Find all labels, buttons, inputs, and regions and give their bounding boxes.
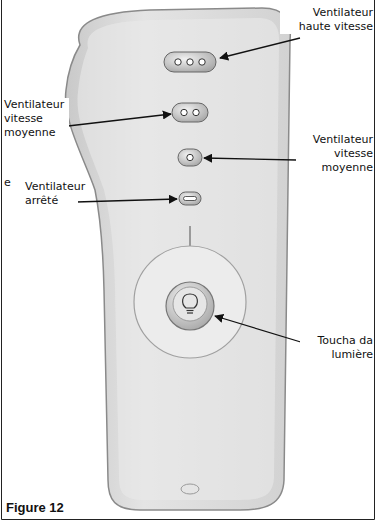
- callout-label: Ventilateur arrêté: [24, 180, 78, 208]
- leader-arrows: [68, 38, 304, 343]
- callout-label: Ventilateur vitesse moyenne: [298, 133, 374, 175]
- callout-label: Ventilateur haute vitesse: [280, 6, 374, 34]
- callout-label: e: [3, 176, 15, 190]
- bulb-icon: [183, 294, 198, 313]
- leader-arrow: [204, 158, 296, 160]
- remote-face: [77, 18, 279, 500]
- bottom-indent: [181, 484, 199, 494]
- leader-arrow: [68, 114, 171, 126]
- high-speed-button: [164, 52, 216, 72]
- callout-label: Ventilateur vitesse moyenne: [3, 98, 69, 140]
- leader-arrow: [220, 38, 300, 58]
- light-button-top: [173, 287, 207, 321]
- medium-speed-button: [172, 103, 208, 122]
- light-recess: [134, 246, 246, 358]
- fan-off-button: [179, 192, 201, 205]
- leader-arrow: [76, 199, 177, 202]
- groove-line: [189, 226, 191, 248]
- low-speed-button: [178, 149, 202, 166]
- figure-caption: Figure 12: [6, 500, 64, 515]
- light-button: [166, 282, 214, 330]
- remote-body: [66, 8, 291, 510]
- callout-label: Toucha da lumière: [300, 334, 374, 362]
- leader-arrow: [215, 316, 304, 343]
